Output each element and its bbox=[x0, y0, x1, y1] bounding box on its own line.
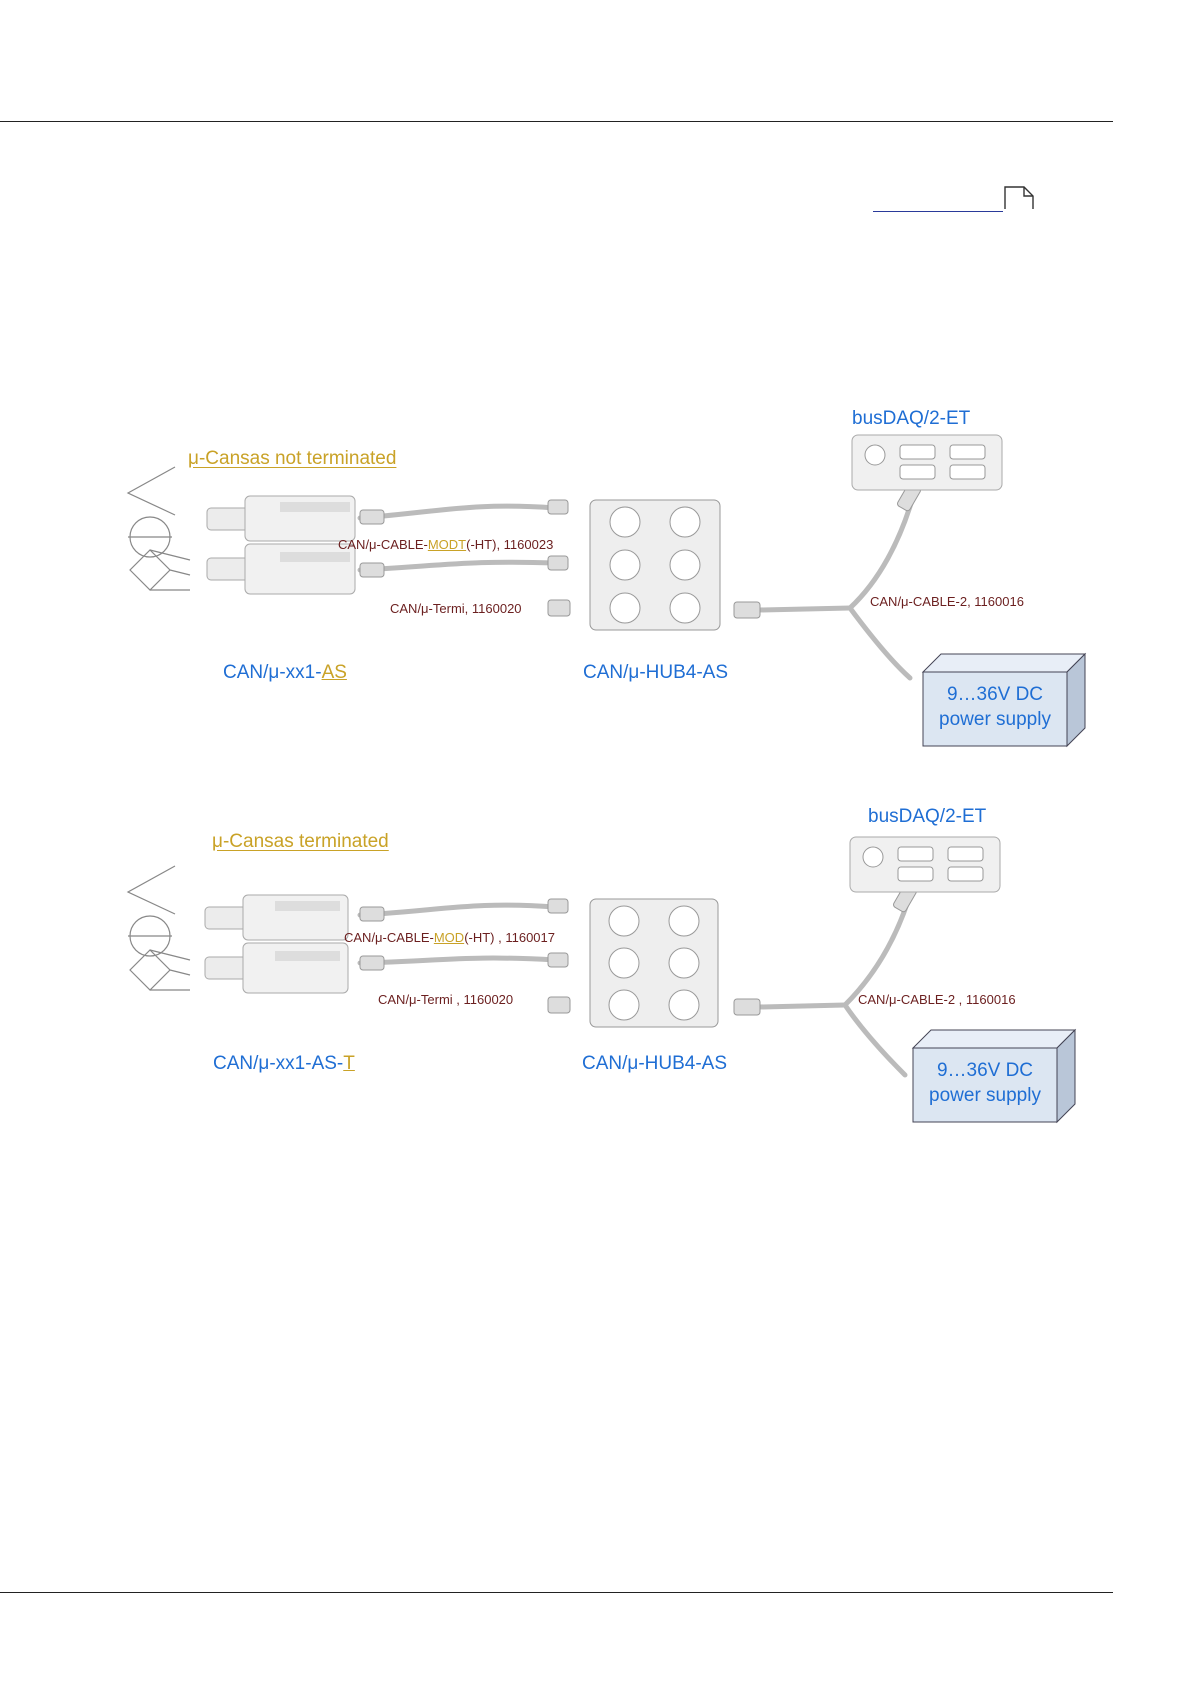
termi-plug bbox=[547, 996, 571, 1014]
cable-2-to-psu bbox=[842, 1002, 908, 1078]
cable-mod-2 bbox=[357, 955, 558, 966]
cable-2-to-daq bbox=[842, 898, 911, 1008]
bridge-sensor-symbol bbox=[129, 549, 171, 591]
module-label: CAN/μ-xx1-AS-T bbox=[213, 1053, 355, 1074]
hub-label: CAN/μ-HUB4-AS bbox=[583, 662, 729, 683]
cable2-label: CAN/μ-CABLE-2, 1160016 bbox=[870, 594, 1024, 609]
daq-label: busDAQ/2-ET bbox=[868, 806, 987, 827]
power-supply-text: 9…36V DC power supply bbox=[929, 1060, 1041, 1106]
power-supply-box bbox=[911, 1028, 1077, 1124]
cable-2-trunk bbox=[757, 605, 853, 613]
wiring-diagram-terminated: μ-Cansas terminated busDAQ/2-ET CAN/μ-CA… bbox=[0, 806, 1190, 1175]
busdaq-device bbox=[851, 434, 1003, 491]
page-reference-icon[interactable] bbox=[1004, 186, 1034, 210]
cable-mod-1 bbox=[357, 902, 558, 918]
thermocouple-symbol bbox=[126, 466, 176, 516]
cansas-module-2 bbox=[206, 543, 356, 595]
header-rule bbox=[0, 121, 1113, 122]
cable-modt-1 bbox=[357, 503, 558, 521]
cross-reference-link[interactable] bbox=[873, 211, 1003, 212]
diagram-title: μ-Cansas terminated bbox=[212, 831, 389, 852]
termi-label: CAN/μ-Termi , 1160020 bbox=[378, 992, 514, 1007]
cable-2-to-psu bbox=[847, 605, 913, 681]
hub4-as-device bbox=[589, 898, 719, 1028]
cable2-label: CAN/μ-CABLE-2 , 1160016 bbox=[858, 992, 1016, 1007]
cable-modt-2 bbox=[357, 559, 558, 573]
power-supply-text: 9…36V DC power supply bbox=[939, 684, 1051, 730]
cable-2-trunk bbox=[757, 1002, 848, 1010]
wiring-diagram-not-terminated: μ-Cansas not terminated busDAQ/2-ET CAN/… bbox=[0, 408, 1190, 780]
cable-2-to-daq bbox=[847, 497, 915, 611]
diagram-graphics bbox=[126, 434, 1087, 748]
cable-label: CAN/μ-CABLE-MODT(-HT), 1160023 bbox=[338, 537, 554, 552]
cansas-module-1 bbox=[206, 495, 356, 542]
diagram-graphics bbox=[126, 836, 1077, 1124]
daq-label: busDAQ/2-ET bbox=[852, 408, 971, 429]
footer-rule bbox=[0, 1592, 1113, 1593]
thermocouple-symbol bbox=[126, 865, 176, 915]
power-supply-box bbox=[921, 652, 1087, 748]
cansas-module-2 bbox=[204, 942, 349, 994]
hub-label: CAN/μ-HUB4-AS bbox=[582, 1053, 728, 1074]
cansas-module-1 bbox=[204, 894, 349, 941]
busdaq-device bbox=[849, 836, 1001, 893]
termi-label: CAN/μ-Termi, 1160020 bbox=[390, 601, 522, 616]
cable-label: CAN/μ-CABLE-MOD(-HT) , 1160017 bbox=[344, 930, 555, 945]
diagram-title: μ-Cansas not terminated bbox=[188, 448, 397, 469]
module-label: CAN/μ-xx1-AS bbox=[223, 662, 347, 683]
hub4-as-device bbox=[589, 499, 721, 631]
termi-plug bbox=[547, 599, 571, 617]
